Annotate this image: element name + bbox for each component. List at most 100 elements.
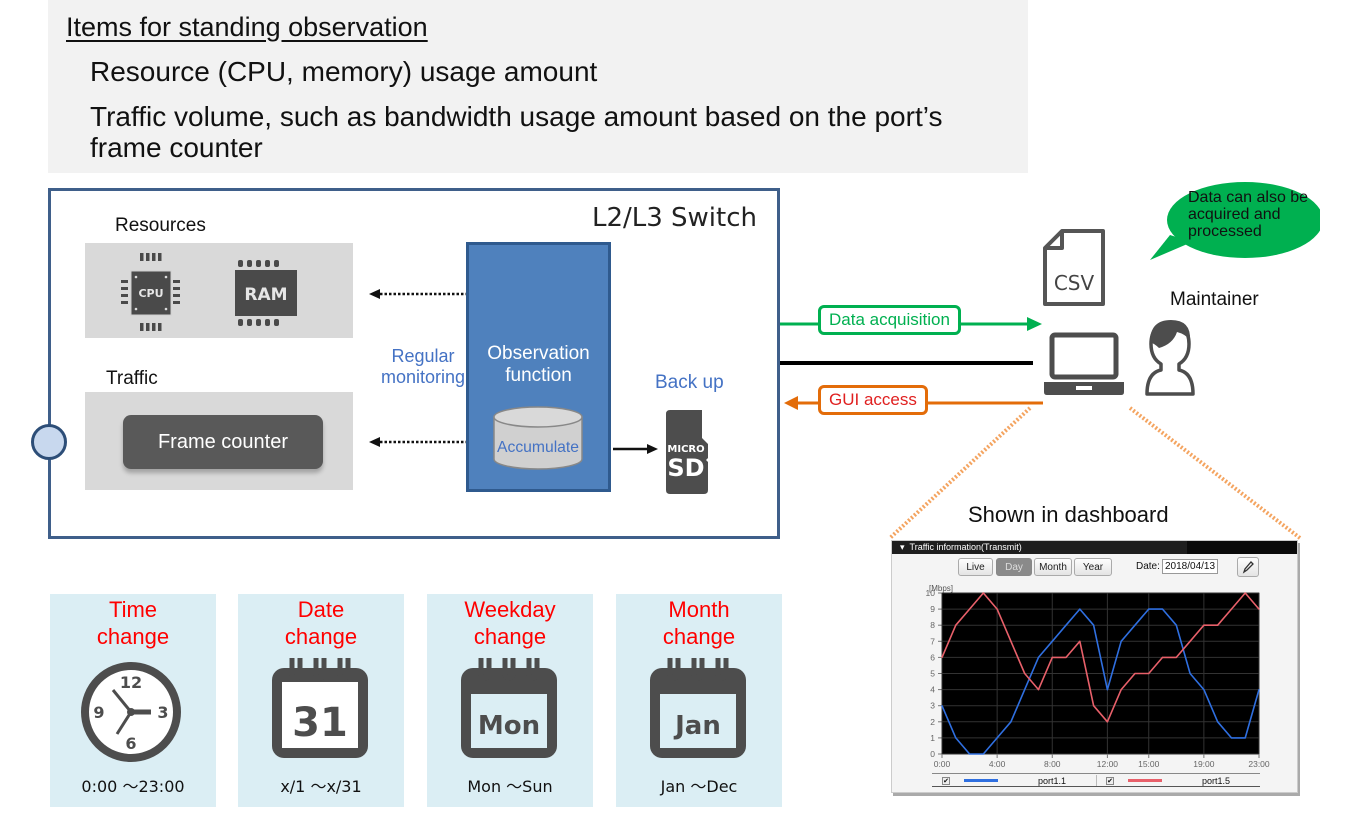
y-tick-label: 7: [930, 636, 935, 646]
dashboard-titlebar[interactable]: ▾ Traffic information(Transmit): [892, 541, 1297, 554]
data-point: [1120, 640, 1122, 642]
card-title: Date change: [284, 597, 358, 649]
data-point: [1106, 721, 1108, 723]
cpu-icon: CPU: [121, 253, 180, 331]
data-point: [1065, 624, 1067, 626]
card-title: Month change: [662, 597, 736, 649]
data-point: [955, 737, 957, 739]
ram-icon: RAM: [235, 260, 297, 326]
series-line-port1-5: [941, 592, 1260, 723]
y-tick-label: 10: [926, 588, 936, 598]
data-point: [1079, 640, 1081, 642]
x-tick-label: 8:00: [1044, 759, 1061, 769]
database-icon: Accumulate: [493, 406, 583, 470]
data-point: [1203, 624, 1205, 626]
y-tick-label: 5: [930, 669, 935, 679]
card-title: Weekday change: [464, 597, 556, 649]
live-button[interactable]: Live: [958, 558, 993, 576]
csv-text: CSV: [1054, 271, 1095, 295]
maintainer-label: Maintainer: [1170, 289, 1259, 310]
calendar-text: Jan: [673, 711, 721, 741]
data-point: [1093, 624, 1095, 626]
x-tick-label: 0:00: [934, 759, 951, 769]
data-point: [1134, 624, 1136, 626]
resources-label: Resources: [115, 215, 206, 236]
legend-label-port1-5: port1.5: [1202, 775, 1231, 786]
data-point: [968, 753, 971, 755]
data-point: [1189, 640, 1191, 642]
legend-swatch-port1-1: [964, 779, 998, 782]
x-tick-label: 4:00: [989, 759, 1006, 769]
edit-button[interactable]: [1237, 557, 1259, 577]
observation-function-label: Observation function: [487, 343, 590, 386]
card-month-change: Month change Jan Jan 〜Dec: [616, 594, 782, 807]
data-point: [941, 705, 943, 707]
port-circle: [31, 424, 67, 460]
pencil-icon: [1242, 561, 1254, 574]
ram-text: RAM: [244, 285, 287, 305]
day-button[interactable]: Day: [996, 558, 1032, 576]
frame-counter-box: Frame counter: [123, 415, 323, 469]
data-point: [1024, 689, 1026, 691]
shown-in-dashboard-label: Shown in dashboard: [968, 502, 1169, 527]
data-point: [1051, 640, 1053, 642]
monitoring-arrows: [369, 289, 468, 447]
data-point: [982, 753, 984, 755]
maintainer-person-icon: [1145, 320, 1195, 396]
data-point: [1175, 656, 1177, 658]
month-button[interactable]: Month: [1034, 558, 1072, 576]
data-point: [1189, 672, 1191, 675]
legend-swatch-port1-5: [1128, 779, 1162, 782]
data-point: [1120, 689, 1122, 691]
data-point: [1037, 689, 1040, 691]
gui-access-arrowhead: [784, 396, 798, 410]
y-tick-label: 8: [930, 620, 935, 630]
data-acquisition-arrowhead: [1027, 317, 1042, 331]
card-range: Jan 〜Dec: [660, 777, 738, 796]
y-axis-unit-label: [Mbps]: [929, 584, 953, 593]
cpu-ram-icons: CPU RAM: [121, 253, 297, 331]
y-tick-label: 2: [930, 717, 935, 727]
data-point: [1065, 656, 1067, 658]
data-point: [1010, 721, 1012, 723]
collapse-triangle-icon[interactable]: ▾: [900, 542, 910, 552]
data-point: [1106, 689, 1108, 691]
card-title: Time change: [96, 597, 170, 649]
port1-5-checkbox[interactable]: ✔: [1106, 776, 1114, 785]
header-item-resource: Resource (CPU, memory) usage amount: [90, 56, 598, 87]
header-item-traffic: Traffic volume, such as bandwidth usage …: [90, 101, 943, 163]
data-point: [1079, 608, 1081, 610]
sd-text: SD: [667, 454, 704, 482]
data-point: [1244, 592, 1246, 594]
calendar-text: Mon: [478, 711, 540, 741]
data-point: [941, 656, 943, 658]
header-title: Items for standing observation: [66, 12, 428, 42]
data-point: [1037, 656, 1040, 658]
svg-text:12: 12: [120, 673, 142, 692]
y-tick-label: 3: [930, 701, 935, 711]
clock-icon: 12 3 6 9: [81, 662, 181, 762]
speech-bubble: [1150, 182, 1320, 260]
data-point: [1217, 721, 1219, 723]
csv-file-icon: CSV: [1043, 229, 1105, 306]
data-point: [996, 608, 998, 610]
y-tick-label: 4: [930, 685, 935, 695]
card-weekday-change: Weekday change Mon Mon 〜Sun: [427, 594, 593, 807]
data-point: [1258, 608, 1260, 610]
legend-item-port1-1: ✔ port1.1: [942, 774, 1066, 787]
svg-text:6: 6: [125, 734, 136, 753]
date-input[interactable]: 2018/04/13: [1162, 559, 1218, 574]
data-point: [1024, 672, 1026, 675]
data-point: [996, 737, 998, 739]
date-label: Date:: [1136, 561, 1160, 572]
x-tick-label: 23:00: [1248, 759, 1270, 769]
card-range: 0:00 〜23:00: [81, 777, 185, 796]
switch-title: L2/L3 Switch: [591, 203, 757, 233]
data-point: [1230, 608, 1233, 610]
legend-item-port1-5: ✔ port1.5: [1106, 774, 1230, 787]
port1-1-checkbox[interactable]: ✔: [942, 776, 950, 785]
data-point: [1161, 656, 1164, 658]
year-button[interactable]: Year: [1074, 558, 1112, 576]
data-point: [1148, 672, 1150, 675]
